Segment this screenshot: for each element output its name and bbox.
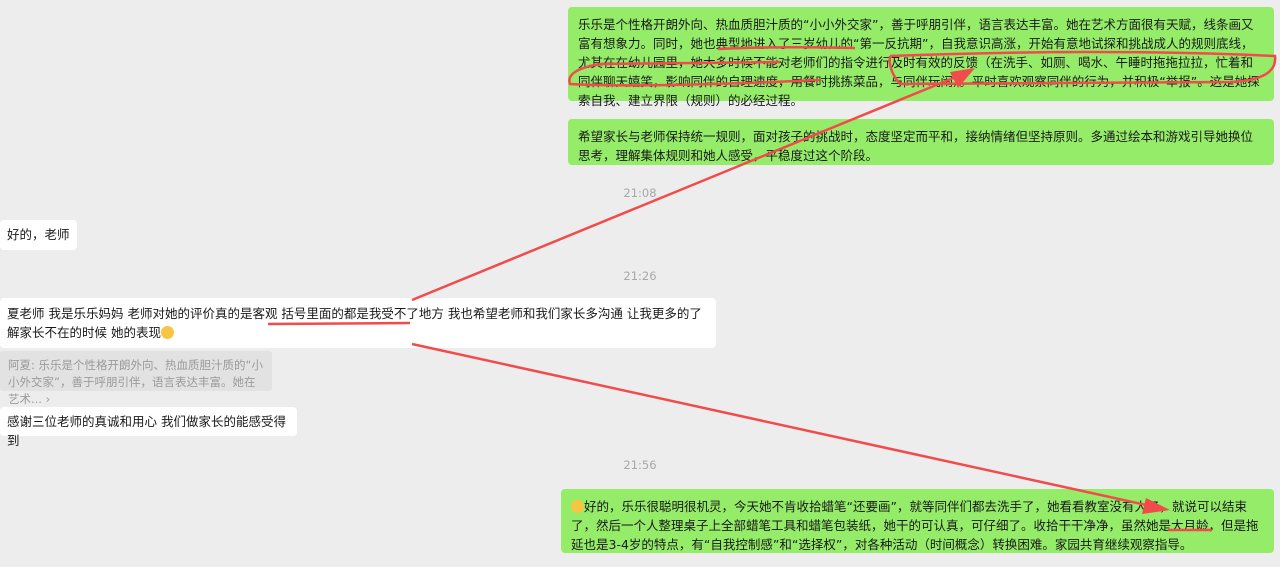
message-bubble-self[interactable]: 希望家长与老师保持统一规则，面对孩子的挑战时，态度坚定而平和，接纳情绪但坚持原则… [568,119,1274,165]
handshake-emoji-icon [571,500,584,513]
message-bubble-other[interactable]: 好的，老师 [0,220,77,250]
timestamp: 21:56 [623,458,657,472]
quoted-message[interactable]: 阿夏: 乐乐是个性格开朗外向、热血质胆汁质的“小小外交家”，善于呼朋引伴，语言表… [0,351,272,406]
timestamp: 21:08 [623,186,657,200]
message-bubble-self[interactable]: 好的，乐乐很聪明很机灵，今天她不肯收拾蜡笔“还要画”，就等同伴们都去洗手了，她看… [561,489,1274,553]
message-text: 夏老师 我是乐乐妈妈 老师对她的评价真的是客观 括号里面的都是我受不了地方 我也… [7,306,702,340]
annotation-arrow-line [411,342,1161,510]
smile-emoji-icon [160,326,174,339]
timestamp: 21:26 [623,269,657,283]
message-text: 好的，乐乐很聪明很机灵，今天她不肯收拾蜡笔“还要画”，就等同伴们都去洗手了，她看… [571,499,1259,552]
message-bubble-other[interactable]: 感谢三位老师的真诚和用心 我们做家长的能感受得到 [0,407,297,448]
message-bubble-other[interactable]: 夏老师 我是乐乐妈妈 老师对她的评价真的是客观 括号里面的都是我受不了地方 我也… [0,298,716,348]
message-bubble-self[interactable]: 乐乐是个性格开朗外向、热血质胆汁质的“小小外交家”，善于呼朋引伴，语言表达丰富。… [568,7,1274,108]
